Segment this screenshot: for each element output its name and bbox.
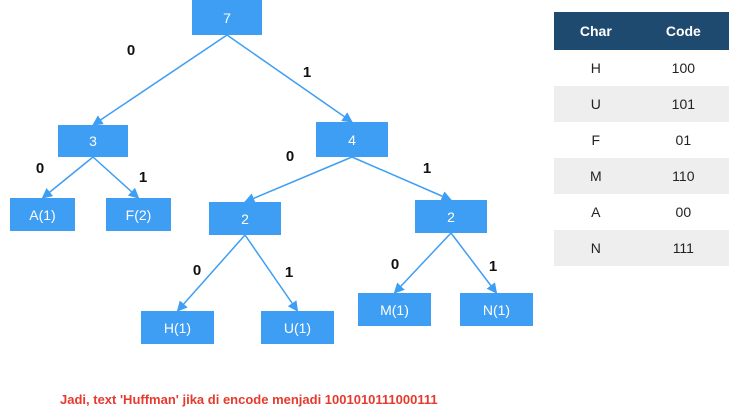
char-cell: A — [591, 204, 601, 220]
table-row: M 110 — [554, 158, 729, 194]
table-row: A 00 — [554, 194, 729, 230]
edge-bit-label: 0 — [285, 148, 295, 165]
char-cell: F — [591, 132, 601, 148]
table-row: H 100 — [554, 50, 729, 86]
code-cell: 01 — [675, 132, 692, 148]
edge-bit-label: 1 — [422, 160, 432, 177]
tree-node-N: N(1) — [460, 293, 533, 326]
edge-bit-label: 1 — [302, 64, 312, 81]
code-cell: 100 — [671, 60, 696, 76]
huffman-tree — [41, 34, 498, 312]
tree-node-n4: 4 — [316, 122, 388, 157]
tree-node-F: F(2) — [106, 198, 171, 231]
tree-node-root: 7 — [192, 0, 262, 35]
tree-edge-n2l-H — [176, 234, 246, 312]
edge-bit-label: 0 — [390, 256, 400, 273]
tree-edge-n2r-M — [393, 232, 452, 294]
char-cell: U — [554, 86, 638, 122]
table-row: N 111 — [554, 230, 729, 266]
tree-edge-n2l-U — [244, 234, 299, 312]
edge-bit-label: 1 — [138, 169, 148, 186]
char-header: Char — [554, 12, 638, 50]
code-cell: 101 — [637, 86, 729, 122]
code-cell: 00 — [675, 204, 692, 220]
edge-bit-label: 0 — [126, 42, 136, 59]
code-table-header-row: Char Code — [554, 12, 729, 50]
char-cell: M — [554, 158, 638, 194]
code-table: Char Code H 100 U 101 F 01 M 110 A 00 N … — [554, 12, 729, 266]
tree-edge-n4-n2r — [351, 156, 452, 202]
tree-node-A: A(1) — [10, 198, 75, 231]
edge-bit-label: 0 — [192, 262, 202, 279]
tree-node-U: U(1) — [261, 311, 334, 344]
table-row: U 101 — [554, 86, 729, 122]
code-header: Code — [637, 12, 729, 50]
tree-edge-n2r-N — [450, 232, 498, 294]
tree-node-n3: 3 — [58, 125, 128, 157]
tree-edge-root-n3 — [92, 34, 228, 126]
tree-node-n2r: 2 — [415, 200, 487, 233]
char-cell: N — [554, 230, 638, 266]
tree-node-n2l: 2 — [209, 202, 281, 235]
encoding-caption: Jadi, text 'Huffman' jika di encode menj… — [60, 392, 438, 407]
tree-edge-n3-A — [41, 156, 94, 199]
tree-node-M: M(1) — [358, 293, 431, 326]
table-row: F 01 — [554, 122, 729, 158]
tree-edge-n3-F — [92, 156, 140, 199]
edge-bit-label: 1 — [488, 258, 498, 275]
edge-bit-label: 1 — [284, 264, 294, 281]
tree-node-H: H(1) — [141, 311, 214, 344]
tree-edge-n4-n2l — [244, 156, 353, 204]
tree-edge-root-n4 — [226, 34, 353, 123]
code-cell: 110 — [637, 158, 729, 194]
edge-bit-label: 0 — [35, 160, 45, 177]
char-cell: H — [590, 60, 601, 76]
code-cell: 111 — [637, 230, 729, 266]
